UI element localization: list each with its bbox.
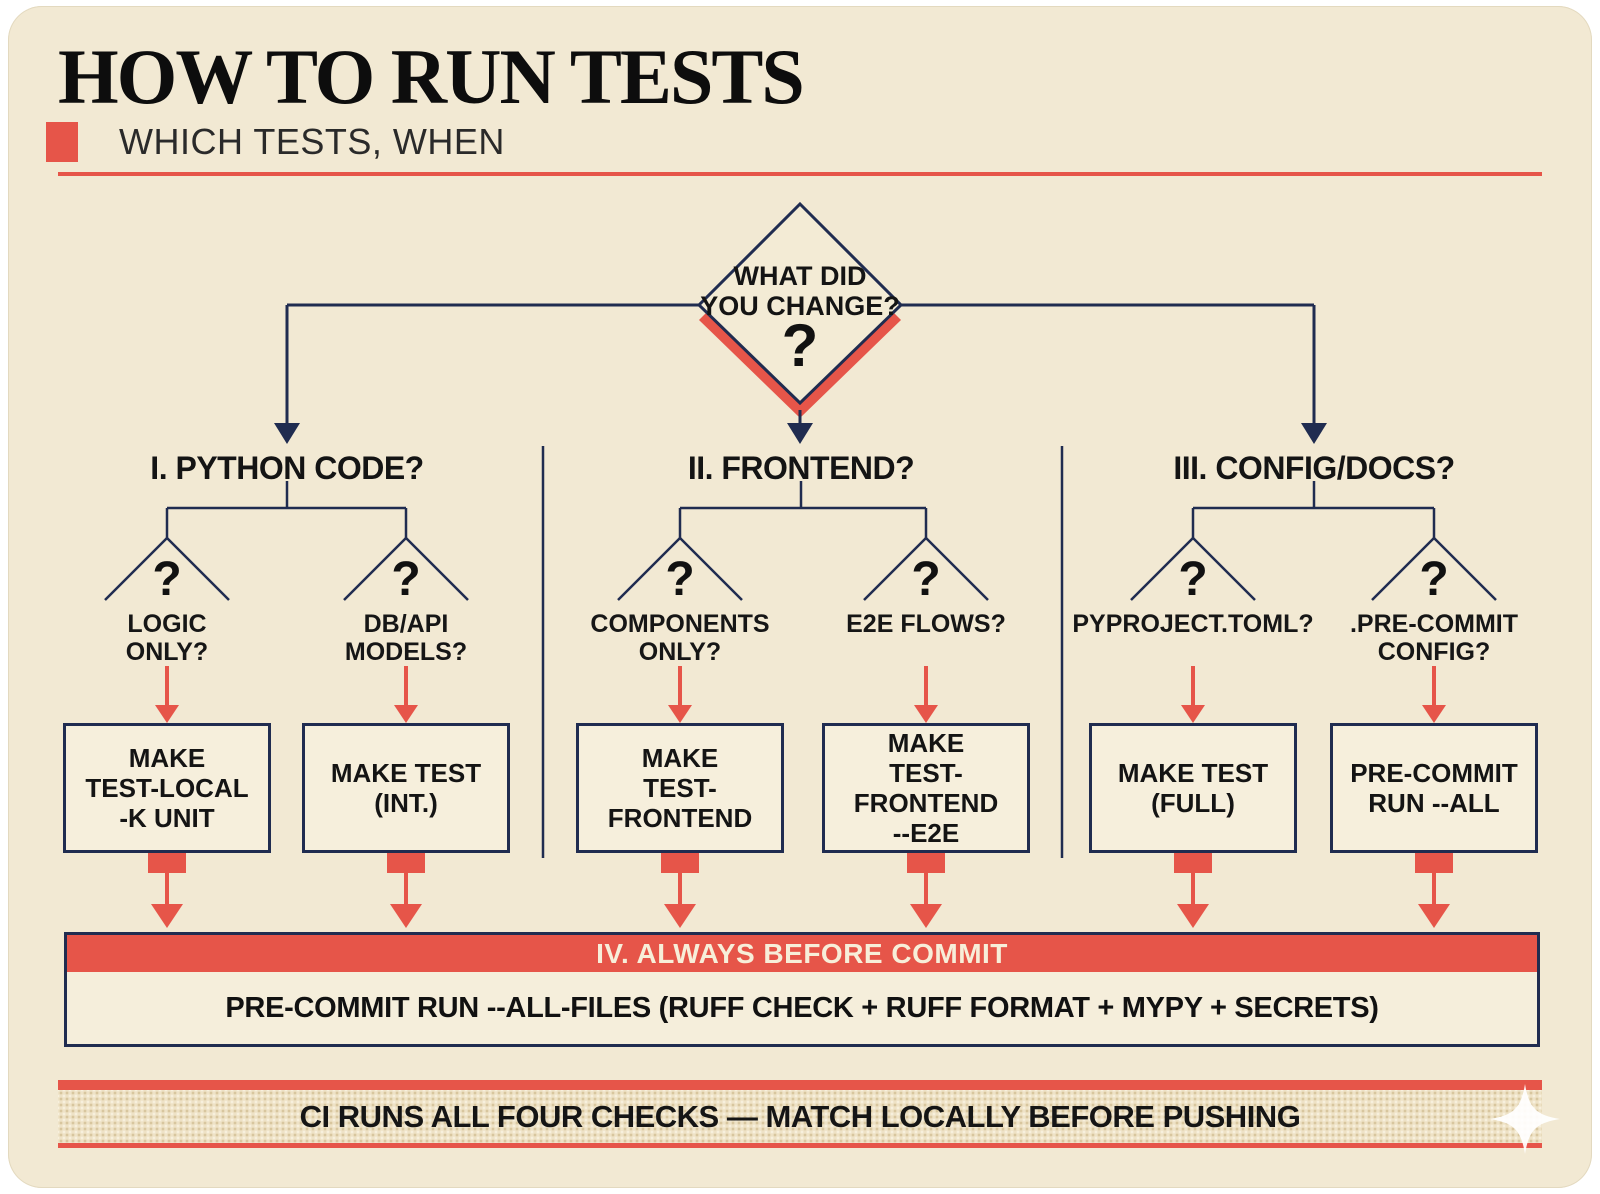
precommit-command-text: PRE-COMMIT RUN --ALL-FILES (RUFF CHECK +… <box>225 991 1379 1024</box>
command-box-test-full: MAKE TEST (FULL) <box>1089 723 1297 853</box>
command-box-test-frontend-e2e: MAKE TEST-FRONTEND --E2E <box>822 723 1030 853</box>
section-title-config-docs: III. CONFIG/DOCS? <box>1173 450 1455 486</box>
section-2-split-lines <box>678 481 928 538</box>
always-before-commit-band: IV. ALWAYS BEFORE COMMIT <box>64 932 1540 975</box>
question-label-db-api-models: DB/API MODELS? <box>344 610 468 666</box>
footer-banner: CI RUNS ALL FOUR CHECKS — MATCH LOCALLY … <box>58 1090 1542 1143</box>
question-label-pyproject-toml: PYPROJECT.TOML? <box>1072 610 1314 638</box>
footer-top-bar <box>58 1080 1542 1090</box>
question-label-precommit-config: .PRE-COMMIT CONFIG? <box>1349 610 1519 666</box>
section-3-split-lines <box>1191 481 1436 538</box>
red-question-arrows <box>165 666 1436 705</box>
footer-bottom-bar <box>58 1143 1542 1148</box>
page-subtitle: WHICH TESTS, WHEN <box>119 121 505 162</box>
command-label: MAKE TEST-FRONTEND <box>607 743 753 833</box>
section-2-chevrons <box>617 536 989 601</box>
question-label-e2e-flows: E2E FLOWS? <box>846 610 1006 638</box>
question-mark-icon: ? <box>911 553 941 606</box>
root-question-label: WHAT DID YOU CHANGE? <box>700 261 900 321</box>
section-1-chevrons <box>104 536 469 601</box>
section-title-python: I. PYTHON CODE? <box>150 450 424 486</box>
command-box-test-local-unit: MAKE TEST-LOCAL -K UNIT <box>63 723 271 853</box>
page-title: HOW TO RUN TESTS <box>58 33 805 120</box>
arrowhead-to-section-1 <box>274 423 300 444</box>
subtitle-bullet-square <box>46 122 78 162</box>
red-question-arrowheads <box>155 705 1446 723</box>
command-label: MAKE TEST (FULL) <box>1117 758 1269 818</box>
red-band-arrows <box>165 873 1436 904</box>
section-3-chevrons <box>1130 536 1497 601</box>
section-1-split-lines <box>165 481 408 538</box>
root-drop-lines <box>285 305 1316 423</box>
arrowhead-to-section-3 <box>1301 423 1327 444</box>
root-question-mark: ? <box>781 312 819 379</box>
always-band-title: IV. ALWAYS BEFORE COMMIT <box>596 937 1008 969</box>
question-label-logic-only: LOGIC ONLY? <box>125 610 209 666</box>
command-box-test-frontend: MAKE TEST-FRONTEND <box>576 723 784 853</box>
red-band-arrowheads <box>151 904 1450 928</box>
command-box-test-int: MAKE TEST (INT.) <box>302 723 510 853</box>
header-divider-rule <box>58 172 1542 176</box>
question-label-components-only: COMPONENTS ONLY? <box>590 610 770 666</box>
command-label: PRE-COMMIT RUN --ALL <box>1350 758 1518 818</box>
question-mark-icon: ? <box>1178 553 1208 606</box>
command-label: MAKE TEST-FRONTEND --E2E <box>853 728 999 848</box>
question-mark-icon: ? <box>391 553 421 606</box>
decision-diamond <box>696 201 904 406</box>
question-mark-icon: ? <box>152 553 182 606</box>
command-label: MAKE TEST (INT.) <box>330 758 482 818</box>
command-label: MAKE TEST-LOCAL -K UNIT <box>85 743 249 833</box>
question-mark-icon: ? <box>665 553 695 606</box>
arrowhead-to-section-2 <box>787 423 813 444</box>
precommit-command-box: PRE-COMMIT RUN --ALL-FILES (RUFF CHECK +… <box>64 972 1540 1047</box>
footer-text: CI RUNS ALL FOUR CHECKS — MATCH LOCALLY … <box>299 1098 1301 1134</box>
question-mark-icon: ? <box>1419 553 1449 606</box>
section-title-frontend: II. FRONTEND? <box>687 450 915 486</box>
command-box-precommit-run-all: PRE-COMMIT RUN --ALL <box>1330 723 1538 853</box>
